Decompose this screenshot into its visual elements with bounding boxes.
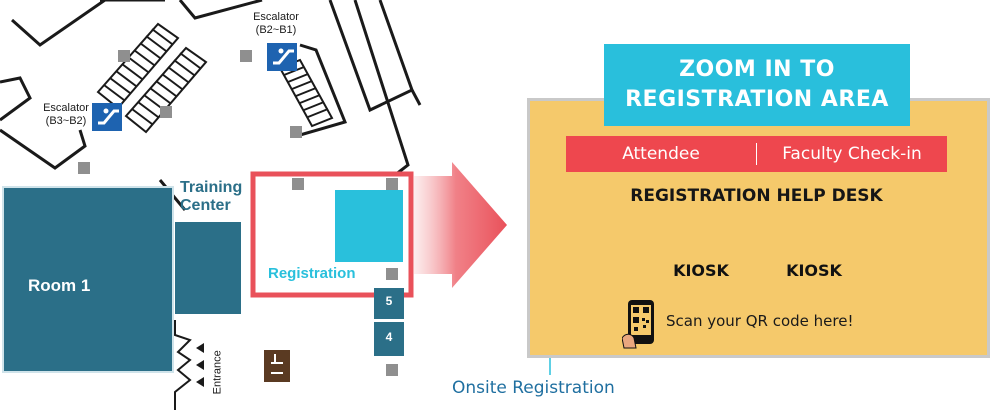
zoom-title-line1: ZOOM IN TO — [679, 57, 835, 82]
zoom-title: ZOOM IN TO REGISTRATION AREA — [604, 44, 910, 126]
entrance-label: Entrance — [211, 350, 224, 395]
escalator-icon — [267, 43, 297, 71]
escalator-top-range: (B2~B1) — [255, 23, 297, 36]
training-center-label: Training Center — [180, 179, 242, 216]
registration-highlight-frame — [250, 171, 414, 298]
entrance-outline — [174, 320, 192, 410]
cafe-icon — [264, 350, 290, 382]
training-center-line1: Training — [180, 179, 243, 196]
booth-5-block — [374, 288, 404, 319]
escalator-left-range: (B3~B2) — [45, 114, 87, 127]
attendee-label: Attendee — [622, 144, 700, 164]
training-center-block — [175, 222, 241, 314]
faculty-checkin-label: Faculty Check-in — [782, 144, 922, 164]
room-1-block — [2, 186, 174, 373]
kiosk-2-label: KIOSK — [786, 260, 842, 280]
arrow-right-icon — [414, 162, 507, 288]
booth-4-block — [374, 322, 404, 356]
kiosk-1-label: KIOSK — [673, 260, 729, 280]
kiosk-2: KIOSK — [779, 250, 849, 290]
kiosk-1: KIOSK — [666, 250, 736, 290]
scan-qr-text: Scan your QR code here! — [666, 312, 854, 330]
checkin-divider — [756, 143, 757, 165]
zoom-title-line2: REGISTRATION AREA — [625, 87, 889, 112]
training-center-line2: Center — [180, 197, 231, 215]
escalator-stairs-left — [96, 22, 208, 134]
pillars — [78, 50, 398, 376]
escalator-left-title: Escalator — [43, 102, 89, 114]
registration-counter-block — [335, 190, 403, 262]
room-1-label: Room 1 — [28, 276, 91, 295]
registration-label: Registration — [268, 265, 356, 282]
escalator-left-label: Escalator (B3~B2) — [30, 102, 102, 127]
registration-help-desk: REGISTRATION HELP DESK — [630, 186, 883, 206]
escalator-top-label: Escalator (B2~B1) — [240, 11, 312, 36]
booth-4-label: 4 — [385, 330, 393, 344]
escalator-icon — [92, 103, 122, 131]
onsite-registration-label: Onsite Registration — [452, 378, 615, 398]
entrance-arrow-icon — [196, 343, 204, 387]
qr-phone-icon — [622, 300, 654, 349]
checkin-bar: Attendee Faculty Check-in — [566, 136, 947, 172]
booth-5-label: 5 — [385, 294, 393, 308]
escalator-top-title: Escalator — [253, 11, 299, 23]
